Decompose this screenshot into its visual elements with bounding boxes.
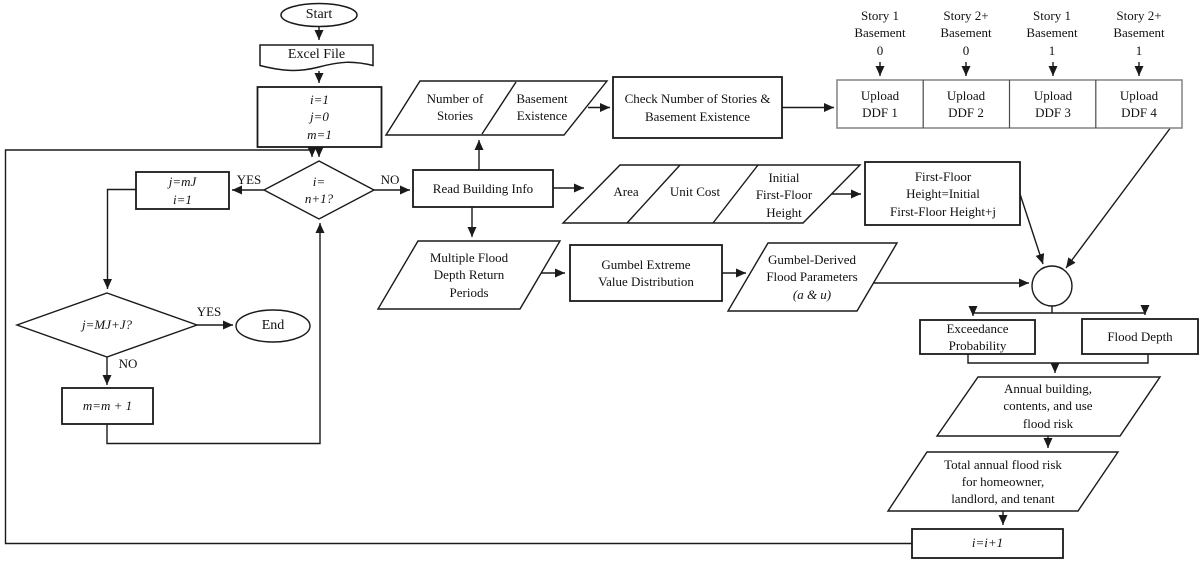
upload-ddf-4-label: Upload DDF 4 xyxy=(1119,87,1159,120)
decision-i-no-label: NO xyxy=(380,171,400,187)
annual-risk-label: Annual building, contents, and use flood… xyxy=(1003,381,1093,431)
ddf-header-4: Story 2+ Basement 1 xyxy=(1113,8,1165,58)
building-inputs-parallelogram-shape xyxy=(561,164,862,224)
flood-depth-label: Flood Depth xyxy=(1107,328,1173,344)
check-stories-label: Check Number of Stories & Basement Exist… xyxy=(624,91,771,124)
decision-i-label: i= n+1? xyxy=(304,173,334,206)
reset-box-shape xyxy=(135,171,230,210)
excel-document-shape xyxy=(259,44,374,72)
end-node-shape xyxy=(235,309,311,343)
reset-box-label: j=mJ i=1 xyxy=(168,174,197,207)
gumbel-params-label: Gumbel-Derived Flood Parameters (a & u) xyxy=(740,248,884,306)
i-increment-label: i=i+1 xyxy=(971,535,1004,551)
stories-parallelogram-shape xyxy=(384,80,609,136)
end-node-label: End xyxy=(261,317,285,333)
ddf-header-1: Story 1 Basement 0 xyxy=(854,8,906,58)
total-risk-label: Total annual flood risk for homeowner, l… xyxy=(944,456,1062,507)
return-periods-label: Multiple Flood Depth Return Periods xyxy=(429,250,509,300)
ffh-box-label: First-Floor Height=Initial First-Floor H… xyxy=(890,169,996,219)
edge-minc-dec1 xyxy=(106,223,325,445)
decision-j-diamond-shape xyxy=(14,292,200,358)
return-periods-parallelogram-shape xyxy=(376,240,562,310)
read-building-info-label: Read Building Info xyxy=(432,180,534,196)
basement-existence-label: Basement Existence xyxy=(516,90,568,123)
decision-j-label: j=MJ+J? xyxy=(81,317,133,333)
building-inputs-divider-1 xyxy=(626,164,681,224)
number-of-stories-label: Number of Stories xyxy=(426,90,484,123)
gumbel-params-math: (a & u) xyxy=(792,286,832,302)
i-increment-box-shape xyxy=(911,528,1064,559)
decision-i-diamond-shape xyxy=(262,160,376,220)
stories-divider-line xyxy=(481,81,517,135)
edge-merge-bar xyxy=(967,354,1149,364)
start-node-label: Start xyxy=(305,6,333,22)
flood-depth-box-shape xyxy=(1081,318,1199,355)
ddf-header-3: Story 1 Basement 1 xyxy=(1026,8,1078,58)
upload-ddf-1-label: Upload DDF 1 xyxy=(860,87,900,120)
init-box-label: i=1 j=0 m=1 xyxy=(307,92,332,142)
ddf-header-2: Story 2+ Basement 0 xyxy=(940,8,992,58)
start-node-shape xyxy=(280,2,358,28)
upload-ddf-2-label: Upload DDF 2 xyxy=(946,87,986,120)
edge-ffh-junction xyxy=(1019,193,1045,265)
m-increment-box-shape xyxy=(61,387,154,425)
gumbel-box-label: Gumbel Extreme Value Distribution xyxy=(598,256,694,289)
exceedance-box-shape xyxy=(919,319,1036,355)
exceedance-probability-label: Exceedance Probability xyxy=(946,320,1009,353)
total-risk-parallelogram-shape xyxy=(886,451,1120,512)
unit-cost-label: Unit Cost xyxy=(669,184,721,200)
initial-ffh-label: Initial First-Floor Height xyxy=(755,170,813,220)
edge-ddf-junction xyxy=(1065,128,1171,269)
check-box-shape xyxy=(612,76,783,139)
junction-circle-shape xyxy=(1031,265,1073,307)
decision-j-yes-label: YES xyxy=(196,303,222,319)
read-box-shape xyxy=(412,169,554,208)
gumbel-params-text: Gumbel-Derived Flood Parameters xyxy=(766,252,858,285)
m-increment-label: m=m + 1 xyxy=(82,398,133,414)
building-inputs-divider-2 xyxy=(712,164,759,224)
gumbel-box-shape xyxy=(569,244,723,302)
area-label: Area xyxy=(613,184,639,200)
decision-j-no-label: NO xyxy=(118,355,138,371)
edge-loop-i xyxy=(4,147,912,545)
annual-risk-parallelogram-shape xyxy=(935,376,1162,437)
ffh-box-shape xyxy=(864,161,1021,226)
upload-ddf-3-label: Upload DDF 3 xyxy=(1033,87,1073,120)
decision-i-yes-label: YES xyxy=(236,171,262,187)
init-box-shape xyxy=(256,86,383,148)
gumbel-params-parallelogram-shape xyxy=(726,242,899,312)
excel-file-label: Excel File xyxy=(287,47,346,63)
edge-reset-dec2 xyxy=(103,188,136,289)
